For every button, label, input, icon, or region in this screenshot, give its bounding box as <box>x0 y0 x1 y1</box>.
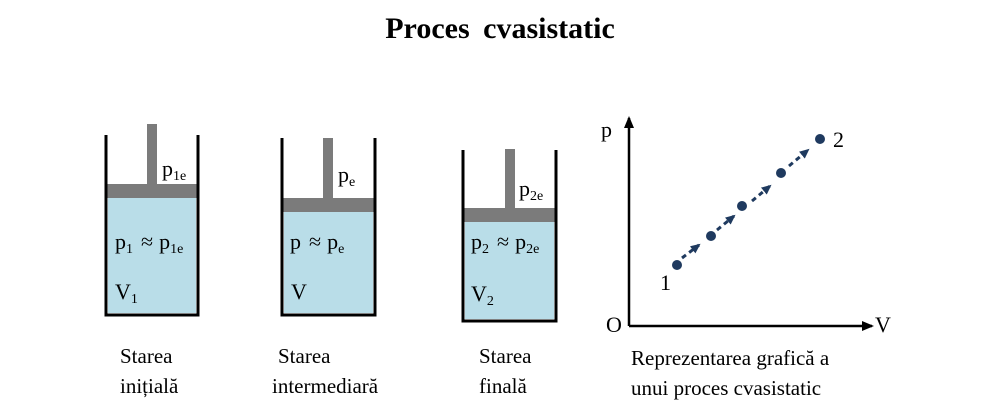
y-axis-label: p <box>601 117 612 142</box>
origin-label: O <box>606 312 622 337</box>
pressure-equilibrium-label: p≈pe <box>290 229 344 257</box>
gas-volume <box>108 198 196 313</box>
caption-line: Reprezentarea grafică a <box>631 346 830 370</box>
volume-label: V1 <box>115 279 138 307</box>
pv-graph: p V O 1 2 <box>601 116 891 337</box>
state-point <box>737 201 747 211</box>
end-state-label: 2 <box>833 127 844 152</box>
start-state-label: 1 <box>660 270 671 295</box>
caption-initial: Starea inițială <box>120 341 178 401</box>
gas-volume <box>465 222 554 319</box>
state-point <box>815 134 825 144</box>
page-title: Proces cvasistatic <box>385 12 615 45</box>
path-arrow <box>716 214 736 232</box>
piston-rod <box>323 138 333 199</box>
caption-line: intermediară <box>272 374 379 398</box>
state-point <box>776 168 786 178</box>
path-arrow <box>681 243 701 260</box>
state-point <box>706 231 716 241</box>
piston <box>106 184 198 198</box>
process-path <box>681 148 810 260</box>
caption-line: Starea <box>120 344 173 368</box>
caption-final: Starea finală <box>479 341 531 401</box>
cylinder-intermediate: pe p≈pe V <box>280 138 377 317</box>
pressure-equilibrium-label: p1≈p1e <box>115 229 183 257</box>
caption-line: Starea <box>278 344 331 368</box>
caption-line: Starea <box>479 344 532 368</box>
piston-pressure-label: p1e <box>162 156 186 184</box>
volume-label: V2 <box>471 281 494 309</box>
caption-line: inițială <box>120 374 179 398</box>
caption-intermediate: Starea intermediară <box>272 341 378 401</box>
piston-pressure-label: pe <box>338 162 355 190</box>
path-arrow <box>751 184 772 203</box>
caption-graph: Reprezentarea grafică a unui proces cvas… <box>631 343 829 403</box>
volume-label: V <box>291 279 307 304</box>
cylinder-wall <box>280 138 377 317</box>
cylinder-wall <box>461 150 558 323</box>
caption-line: unui proces cvasistatic <box>631 376 822 400</box>
pressure-equilibrium-label: p2≈p2e <box>471 229 539 257</box>
cylinder-wall <box>104 135 200 317</box>
piston-rod <box>505 149 515 209</box>
state-point <box>672 260 682 270</box>
piston-rod <box>147 124 157 186</box>
cylinder-final: p2e p2≈p2e V2 <box>461 149 558 323</box>
piston-pressure-label: p2e <box>519 176 543 204</box>
x-axis-label: V <box>875 312 891 337</box>
piston <box>282 198 375 212</box>
piston <box>463 208 556 222</box>
caption-line: finală <box>479 374 527 398</box>
cylinder-initial: p1e p1≈p1e V1 <box>104 124 200 317</box>
gas-volume <box>284 212 373 313</box>
path-arrow <box>788 148 810 168</box>
